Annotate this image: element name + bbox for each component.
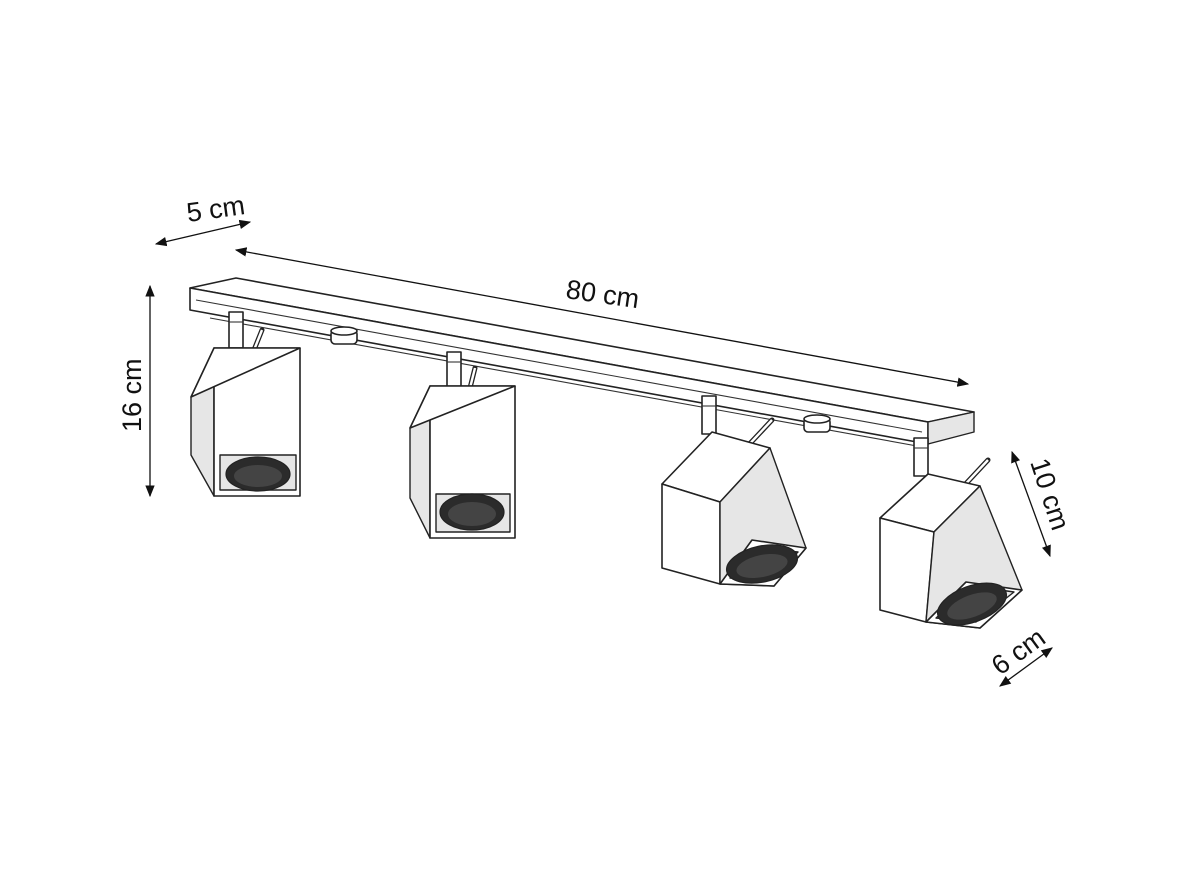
rail-mounting-cap-2	[803, 414, 831, 433]
height-dimension-label: 16 cm	[117, 358, 147, 432]
width-dimension-label: 5 cm	[185, 190, 247, 228]
dimension-width: 5 cm	[154, 190, 252, 247]
head-height-dimension-label: 10 cm	[1024, 455, 1075, 534]
rail-mounting-cap-1	[330, 326, 358, 345]
spotlight-4	[879, 437, 1023, 629]
dimension-height: 16 cm	[117, 284, 155, 498]
length-dimension-label: 80 cm	[564, 274, 641, 314]
dimension-head-height: 10 cm	[1011, 450, 1076, 558]
dimension-head-width: 6 cm	[986, 622, 1053, 687]
spotlight-1	[190, 311, 301, 497]
spotlight-3	[661, 395, 807, 587]
spotlight-2	[409, 351, 516, 539]
